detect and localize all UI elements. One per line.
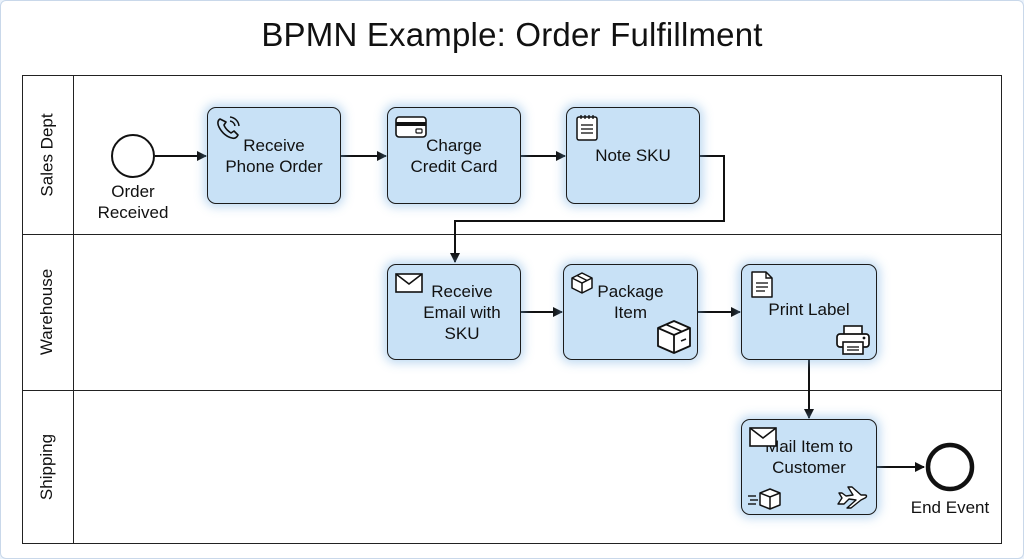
notepad-icon [576, 115, 598, 141]
task-label-line: Credit Card [410, 156, 498, 176]
task-label: Receive Email with SKU [401, 281, 506, 344]
phone-icon [217, 116, 240, 140]
task-label-line: Email with [423, 302, 501, 322]
task-package-item[interactable]: Package Item [563, 264, 698, 360]
lane-header-warehouse: Warehouse [22, 234, 74, 390]
task-label-line: Package [597, 282, 664, 301]
task-label-line: Mail Item to [765, 437, 853, 456]
pool [22, 75, 1002, 544]
start-event-label-line2: Received [97, 203, 169, 222]
delivery-package-icon [748, 488, 781, 510]
printer-icon [836, 325, 870, 355]
task-note-sku[interactable]: Note SKU [566, 107, 700, 204]
document-icon [751, 271, 773, 298]
lane-divider-1 [22, 234, 1002, 235]
task-label: Print Label [768, 299, 850, 319]
task-label-line: Charge [426, 135, 482, 155]
start-event-label: Order Received [83, 181, 183, 223]
task-label-line: SKU [444, 323, 480, 343]
lane-header-shipping: Shipping [22, 390, 74, 543]
task-label-line: Receive [431, 281, 493, 301]
task-label-line: Item [613, 303, 648, 322]
package-icon [571, 272, 593, 294]
start-event-label-line1: Order [111, 182, 155, 201]
envelope-icon [395, 273, 423, 293]
task-label-line: Customer [772, 458, 846, 477]
task-label-line: Phone Order [225, 156, 323, 176]
end-event-circle [925, 442, 975, 492]
lane-divider-2 [22, 390, 1002, 391]
airplane-icon [837, 486, 868, 509]
package-icon-large [657, 320, 691, 354]
task-charge-credit-card[interactable]: Charge Credit Card [387, 107, 521, 204]
end-event-label: End Event [910, 498, 990, 517]
task-mail-item-to-customer[interactable]: Mail Item to Customer [741, 419, 877, 515]
task-label: Mail Item to Customer [759, 436, 859, 478]
start-event-circle [111, 134, 155, 178]
lane-header-sales: Sales Dept [22, 76, 74, 234]
task-receive-email-with-sku[interactable]: Receive Email with SKU [387, 264, 521, 360]
task-label: Charge Credit Card [405, 135, 504, 177]
task-label: Package Item [591, 281, 669, 323]
envelope-icon [749, 427, 777, 447]
credit-card-icon [395, 116, 427, 138]
task-label: Receive Phone Order [219, 135, 328, 177]
task-label-line: Receive [243, 135, 305, 155]
task-label: Note SKU [595, 146, 671, 165]
diagram-title: BPMN Example: Order Fulfillment [261, 16, 763, 53]
flow-note-sku-to-receive-email [450, 155, 725, 263]
task-receive-phone-order[interactable]: Receive Phone Order [207, 107, 341, 204]
task-print-label[interactable]: Print Label [741, 264, 877, 360]
